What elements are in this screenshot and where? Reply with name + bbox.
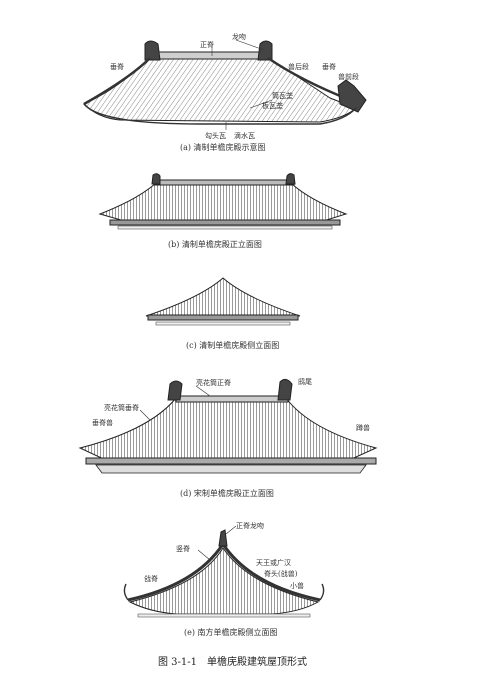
panel-b-eave <box>109 219 341 226</box>
panel-b-main-ridge <box>153 179 295 186</box>
label-e-qiangji: 戗脊 <box>144 574 158 583</box>
panel-d: 亮花筒正脊 鸱尾 亮花筒垂脊 垂脊兽 蹲兽 (d) 宋制单檐庑殿正立面图 <box>78 377 378 498</box>
label-d-dunshou: 蹲兽 <box>356 423 370 432</box>
label-dishuiwa: 滴水瓦 <box>234 131 255 140</box>
panel-e-right-flare <box>319 583 325 601</box>
figure-caption: 图 3-1-1 单檐庑殿建筑屋顶形式 <box>158 655 307 668</box>
panel-a-leader-3 <box>249 99 273 109</box>
label-shouqianduan: 兽前段 <box>338 72 359 81</box>
panel-a-roof <box>83 57 357 123</box>
panel-e-left-ridge <box>127 543 225 602</box>
panel-d-leader-2 <box>139 409 151 421</box>
panel-d-leader-1 <box>195 385 211 397</box>
panel-e-left-flare <box>123 583 129 601</box>
panel-d-left-chiwei <box>167 380 183 401</box>
panel-a-eave <box>83 103 357 125</box>
panel-e-top-wen <box>218 529 228 547</box>
panel-d-right-chiwei <box>277 378 293 401</box>
panel-e-leader-2 <box>197 549 211 561</box>
panel-e-leader-1 <box>225 525 237 535</box>
label-d-chuishou: 垂脊兽 <box>92 418 113 427</box>
caption-a: (a) 清制单檐庑殿示意图 <box>180 142 266 152</box>
panel-a-right-wen <box>257 40 273 61</box>
panel-a-left-hip-ridge <box>83 57 151 106</box>
panel-a-leader-2 <box>235 39 265 51</box>
label-chuiji-left: 垂脊 <box>110 62 124 71</box>
panel-e-roof <box>128 547 320 615</box>
panel-c-eave <box>147 314 299 321</box>
label-e-tianwang: 天王或广汉 <box>256 558 291 567</box>
label-goutouwa: 勾头瓦 <box>205 131 226 140</box>
label-zhengji: 正脊 <box>200 40 214 49</box>
panel-d-eave <box>85 457 377 465</box>
panel-d-main-ridge <box>175 395 289 403</box>
panel-c: (c) 清制单檐庑殿侧立面图 <box>145 277 301 350</box>
caption-b: (b) 清制单檐庑殿正立面图 <box>168 239 262 249</box>
caption-c: (c) 清制单檐庑殿侧立面图 <box>186 340 279 350</box>
label-e-chuntou: 脊头(戗兽) <box>264 569 298 578</box>
caption-e: (e) 南方单檐庑殿侧立面图 <box>184 627 278 637</box>
panel-e: 正脊龙吻 竖脊 天王或广汉 脊头(戗兽) 小兽 戗脊 (e) 南方单檐庑殿侧立面… <box>123 521 325 637</box>
panel-b-roof <box>98 183 348 223</box>
panel-c-roof <box>145 277 301 317</box>
label-d-top-ridge: 亮花筒正脊 <box>196 378 231 387</box>
panel-a-right-ornament <box>337 79 367 113</box>
caption-d: (d) 宋制单檐庑殿正立面图 <box>180 488 274 498</box>
panel-b-base <box>117 225 333 230</box>
panel-b-left-wen <box>151 173 161 185</box>
panel-a-main-ridge <box>149 51 269 60</box>
panel-b-right-wen <box>285 173 296 185</box>
label-d-left-ridge: 亮花筒垂脊 <box>104 403 139 412</box>
panel-a: 正脊 龙吻 垂脊 兽后段 垂脊 兽前段 筒瓦垄 板瓦垄 勾头瓦 滴水瓦 (a) … <box>83 32 367 152</box>
label-e-xiaoshou: 小兽 <box>290 581 304 590</box>
panel-e-right-ridge <box>221 543 321 602</box>
label-chuiji-right: 垂脊 <box>322 62 336 71</box>
label-banwalong: 板瓦垄 <box>262 101 283 110</box>
label-d-chiwei: 鸱尾 <box>298 377 312 386</box>
label-e-shuji: 竖脊 <box>176 544 190 553</box>
panel-c-base <box>155 321 291 326</box>
label-shouhouduan: 兽后段 <box>288 62 309 71</box>
panel-a-left-wen <box>144 40 161 61</box>
panel-d-bracket-band <box>95 464 367 474</box>
panel-b: (b) 清制单檐庑殿正立面图 <box>98 173 348 249</box>
label-longwen: 龙吻 <box>232 32 246 41</box>
panel-e-base <box>137 613 311 618</box>
label-e-zhengji-longwen: 正脊龙吻 <box>236 521 264 530</box>
label-tongwalong: 筒瓦垄 <box>272 91 293 100</box>
